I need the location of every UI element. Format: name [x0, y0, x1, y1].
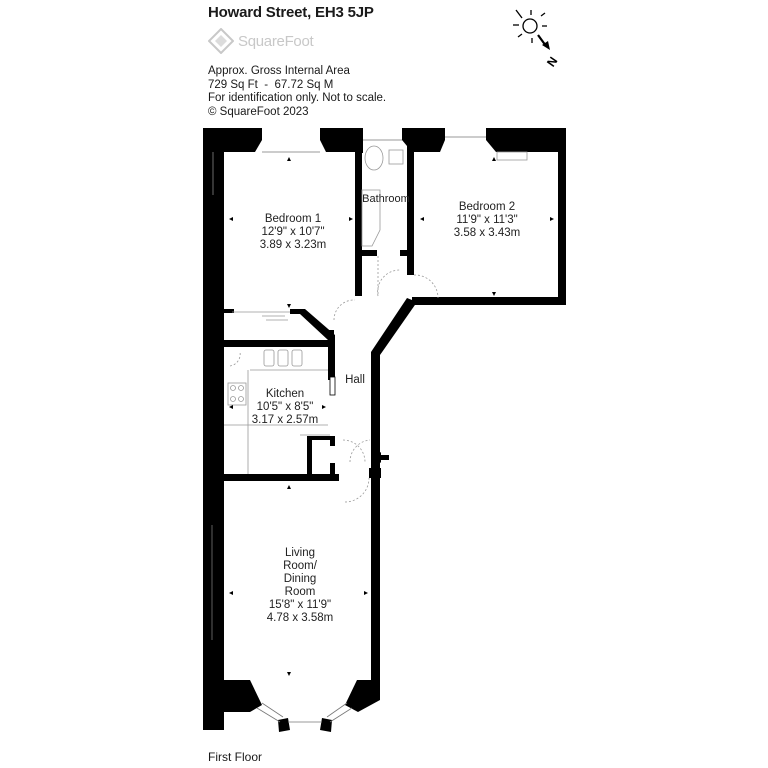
room-bathroom: Bathroom — [358, 193, 414, 206]
room-kitchen: Kitchen 10'5" x 8'5" 3.17 x 2.57m — [240, 388, 330, 427]
room-size-metric: 3.58 x 3.43m — [453, 227, 521, 239]
info-line-copyright: © SquareFoot 2023 — [208, 105, 309, 118]
room-hall: Hall — [340, 374, 370, 387]
property-title: Howard Street, EH3 5JP — [208, 4, 374, 21]
squarefoot-logo: SquareFoot — [208, 28, 314, 54]
windows — [211, 136, 486, 723]
sun-compass-icon: N — [513, 9, 560, 69]
room-size-imperial: 12'9" x 10'7" — [261, 226, 325, 238]
room-bedroom-2: Bedroom 2 11'9" x 11'3" 3.58 x 3.43m — [437, 201, 537, 240]
compass: N — [508, 4, 568, 75]
info-line-gia-label: Approx. Gross Internal Area — [208, 65, 350, 77]
room-name-line-4: Room — [284, 586, 316, 598]
room-size-imperial: 10'5" x 8'5" — [256, 401, 314, 413]
room-name: Bedroom 1 — [264, 213, 322, 225]
info-line-disclaimer: For identification only. Not to scale. — [208, 92, 387, 104]
header: Howard Street, EH3 5JP — [208, 4, 374, 21]
room-size-metric: 3.89 x 3.23m — [259, 239, 327, 251]
room-name-line-1: Living — [284, 547, 316, 559]
area-info: Approx. Gross Internal Area 729 Sq Ft - … — [208, 65, 386, 119]
room-name: Bedroom 2 — [458, 201, 516, 213]
room-name-line-2: Room/ — [283, 560, 317, 572]
room-name-line-3: Dining — [283, 573, 317, 585]
dimension-markers — [229, 157, 554, 676]
door-swings — [229, 256, 439, 503]
room-bedroom-1: Bedroom 1 12'9" x 10'7" 3.89 x 3.23m — [243, 213, 343, 252]
entrance-arrow-icon — [374, 452, 389, 463]
room-name: Bathroom — [362, 193, 410, 205]
squarefoot-logo-icon — [208, 28, 234, 54]
walls — [203, 128, 566, 732]
room-name: Kitchen — [265, 388, 305, 400]
room-size-imperial: 15'8" x 11'9" — [268, 599, 332, 611]
room-size-metric: 4.78 x 3.58m — [266, 612, 334, 624]
room-name: Hall — [345, 374, 365, 386]
room-size-imperial: 11'9" x 11'3" — [456, 214, 518, 226]
fixtures — [224, 145, 528, 474]
room-size-metric: 3.17 x 2.57m — [251, 414, 319, 426]
logo-text: SquareFoot — [238, 32, 314, 50]
room-living-dining: Living Room/ Dining Room 15'8" x 11'9" 4… — [250, 547, 350, 625]
floor-label: First Floor — [208, 750, 262, 764]
info-line-area: 729 Sq Ft - 67.72 Sq M — [208, 78, 334, 91]
